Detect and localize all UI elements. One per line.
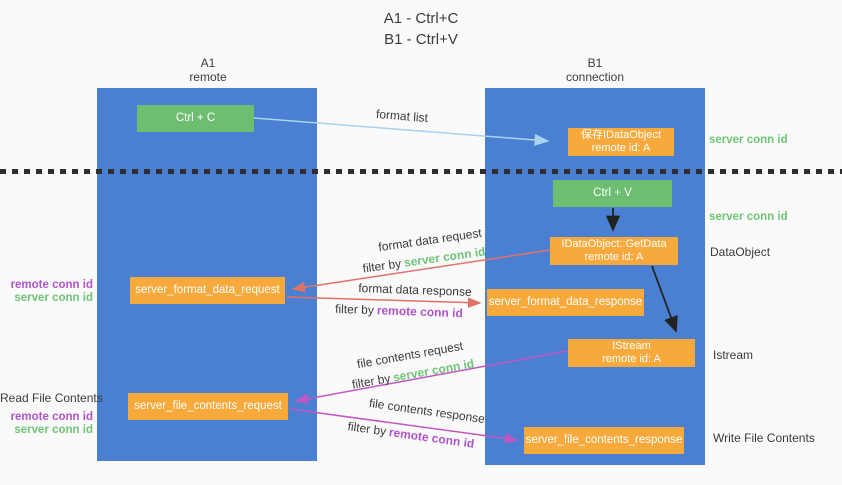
annotation-istream: Istream [713, 348, 754, 362]
box-format-response-label: server_format_data_response [488, 296, 643, 308]
box-idataobject-getdata: IDataObject::GetData remote id: A [550, 237, 678, 265]
column-a1-name: A1 [200, 56, 216, 70]
title-line-a1: A1 - Ctrl+C [383, 10, 459, 27]
box-server-file-contents-request: server_file_contents_request [128, 393, 288, 420]
box-server-file-contents-response: server_file_contents_response [524, 427, 684, 454]
server-conn-id-text: server conn id [14, 292, 93, 304]
remote-conn-id-text: remote conn id [388, 424, 476, 451]
label-filter-remote-conn-2: filter byremote conn id [347, 419, 475, 451]
diagram-title: A1 - Ctrl+C B1 - Ctrl+V [0, 8, 842, 50]
filter-by-text: filter by [361, 256, 403, 276]
filter-by-text: filter by [346, 419, 388, 439]
box-server-format-data-request: server_format_data_request [130, 277, 285, 304]
box-ctrl-v-label: Ctrl + V [593, 187, 632, 199]
label-format-list: format list [375, 106, 429, 126]
box-server-format-data-response: server_format_data_response [487, 289, 644, 316]
label-format-data-response: format data response [358, 281, 472, 299]
dashed-divider [0, 169, 842, 174]
box-ctrl-v: Ctrl + V [553, 180, 672, 207]
box-save-idataobject: 保存IDataObject remote id: A [568, 128, 674, 156]
annotation-conn-ids-file: remote conn id server conn id [0, 411, 93, 437]
annotation-server-conn-id-top: server conn id [709, 134, 788, 146]
remote-conn-id-text: remote conn id [10, 411, 93, 423]
box-save-idataobject-line2: remote id: A [591, 142, 651, 154]
filter-by-text: filter by [350, 371, 392, 392]
column-header-a1: A1 remote [148, 56, 268, 84]
remote-conn-id-text: remote conn id [10, 279, 93, 291]
column-header-b1: B1 connection [535, 56, 655, 84]
box-ctrl-c-label: Ctrl + C [175, 112, 216, 124]
box-getdata-line2: remote id: A [584, 251, 644, 263]
box-file-response-label: server_file_contents_response [525, 434, 683, 446]
box-istream-line1: IStream [612, 340, 651, 352]
annotation-read-file-contents: Read File Contents [0, 391, 103, 405]
annotation-server-conn-id-mid: server conn id [709, 211, 788, 223]
box-ctrl-c: Ctrl + C [137, 105, 254, 132]
annotation-conn-ids-format: remote conn id server conn id [0, 279, 93, 305]
column-b1-role: connection [565, 70, 625, 84]
label-file-contents-response: file contents response [368, 395, 486, 427]
box-getdata-line1: IDataObject::GetData [561, 238, 667, 250]
annotation-dataobject: DataObject [710, 245, 771, 259]
box-format-request-label: server_format_data_request [135, 284, 280, 296]
column-a1-role: remote [189, 70, 227, 84]
remote-conn-id-text: remote conn id [376, 303, 464, 321]
filter-by-text: filter by [334, 301, 375, 318]
box-save-idataobject-line1: 保存IDataObject [580, 129, 662, 141]
box-istream: IStream remote id: A [568, 339, 695, 367]
box-file-request-label: server_file_contents_request [134, 400, 282, 412]
box-istream-line2: remote id: A [602, 353, 661, 365]
annotation-write-file-contents: Write File Contents [713, 431, 815, 445]
server-conn-id-text: server conn id [14, 424, 93, 436]
title-line-b1: B1 - Ctrl+V [384, 31, 458, 48]
column-b1-name: B1 [587, 56, 603, 70]
